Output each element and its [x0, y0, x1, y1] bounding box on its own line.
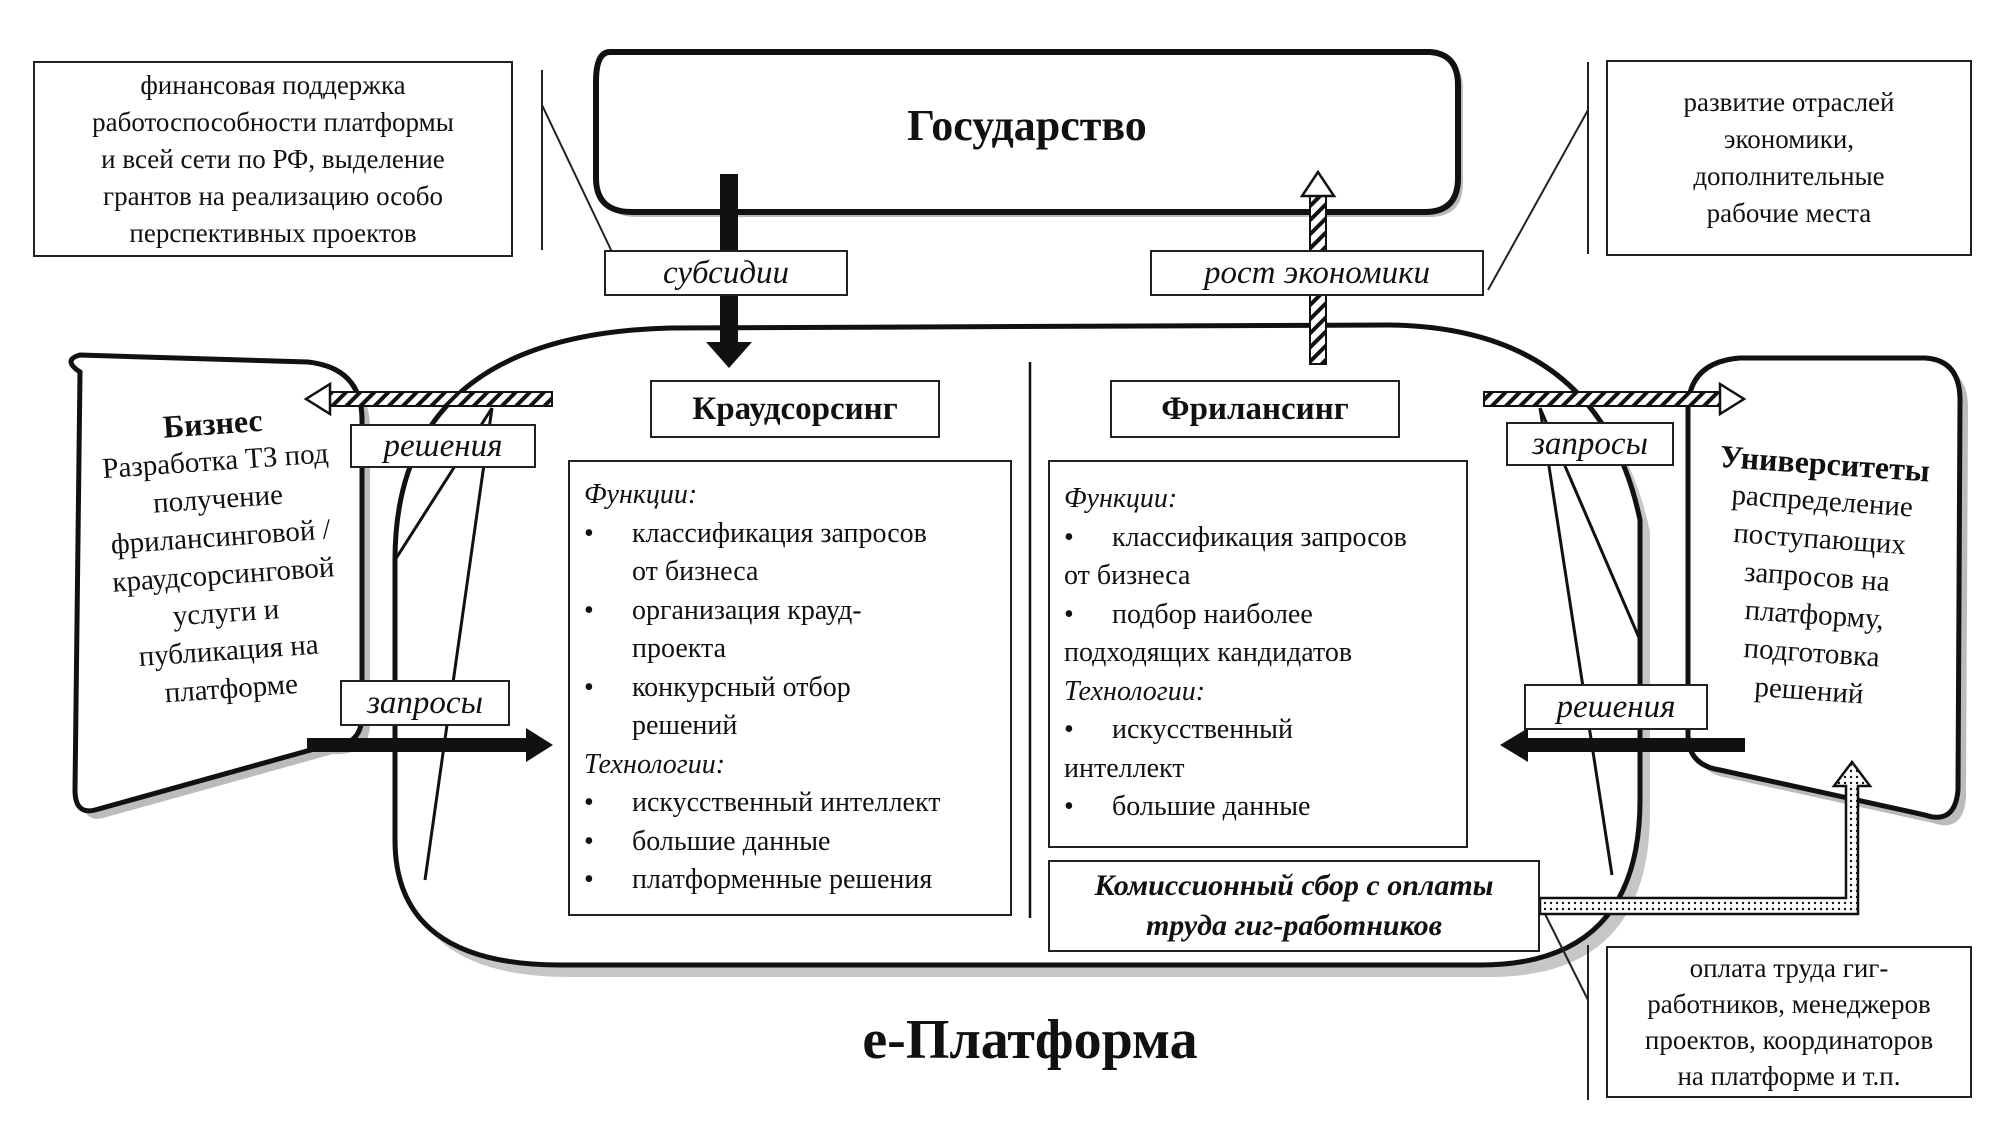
- left-solutions-arrow-shaft: [329, 391, 553, 407]
- label-left-requests: запросы: [340, 680, 510, 726]
- left-requests-arrow-shaft: [307, 738, 529, 752]
- label-right-solutions: решения: [1524, 684, 1708, 730]
- freelancing-functions-label: Функции:: [1064, 483, 1178, 514]
- platform-title: е-Платформа: [862, 1009, 1198, 1071]
- left-requests-arrow-head: [526, 728, 553, 762]
- list-item: большие данные: [584, 823, 998, 862]
- crowdsourcing-tech-label: Технологии:: [584, 748, 726, 780]
- crowdsourcing-functions-label: Функции:: [584, 479, 698, 510]
- commission-box: Комиссионный сбор с оплаты труда гиг-раб…: [1048, 860, 1540, 952]
- note-payments: оплата труда гиг- работников, менеджеров…: [1606, 946, 1972, 1098]
- note-state-support: финансовая поддержка работоспособности п…: [33, 61, 513, 257]
- list-item: платформенные решения: [584, 861, 998, 900]
- label-subsidies: субсидии: [604, 250, 848, 296]
- business-text: Бизнес Разработка ТЗ под получение фрила…: [82, 395, 363, 716]
- list-item: организация крауд-проекта: [584, 592, 998, 669]
- freelancing-title: Фрилансинг: [1110, 380, 1400, 438]
- universities-text: Университеты распределение поступающих з…: [1685, 436, 1949, 719]
- right-requests-arrow-shaft: [1483, 391, 1721, 407]
- platform-inner-right-line-2: [1538, 407, 1614, 876]
- list-item: большие данные: [1064, 788, 1454, 827]
- list-item: искусственный интеллект: [584, 784, 998, 823]
- state-shape: [593, 49, 1461, 215]
- callout-line-top-right-2: [1487, 109, 1589, 291]
- callout-line-top-left-2: [541, 104, 613, 253]
- label-left-solutions: решения: [350, 424, 536, 468]
- state-title: Государство: [907, 101, 1147, 150]
- business-shape: [68, 352, 365, 814]
- crowdsourcing-title: Краудсорсинг: [650, 380, 940, 438]
- freelancing-tech-label: Технологии:: [1064, 675, 1206, 707]
- growth-arrow-head: [1299, 169, 1337, 198]
- callout-line-bottom-right-2: [1542, 909, 1589, 1001]
- subsidies-arrow-head: [706, 342, 752, 368]
- right-solutions-arrow-head: [1500, 728, 1528, 762]
- right-solutions-arrow-shaft: [1525, 738, 1745, 752]
- label-economic-growth: рост экономики: [1150, 250, 1484, 296]
- universities-shape: [1685, 355, 1963, 820]
- commission-arrow: [1538, 759, 1873, 916]
- left-solutions-arrow-head: [303, 381, 332, 417]
- right-requests-arrow-head: [1718, 381, 1747, 417]
- label-right-requests: запросы: [1506, 422, 1674, 466]
- note-economy-development: развитие отраслей экономики, дополнитель…: [1606, 60, 1972, 256]
- platform-inner-left-line-2: [423, 407, 494, 881]
